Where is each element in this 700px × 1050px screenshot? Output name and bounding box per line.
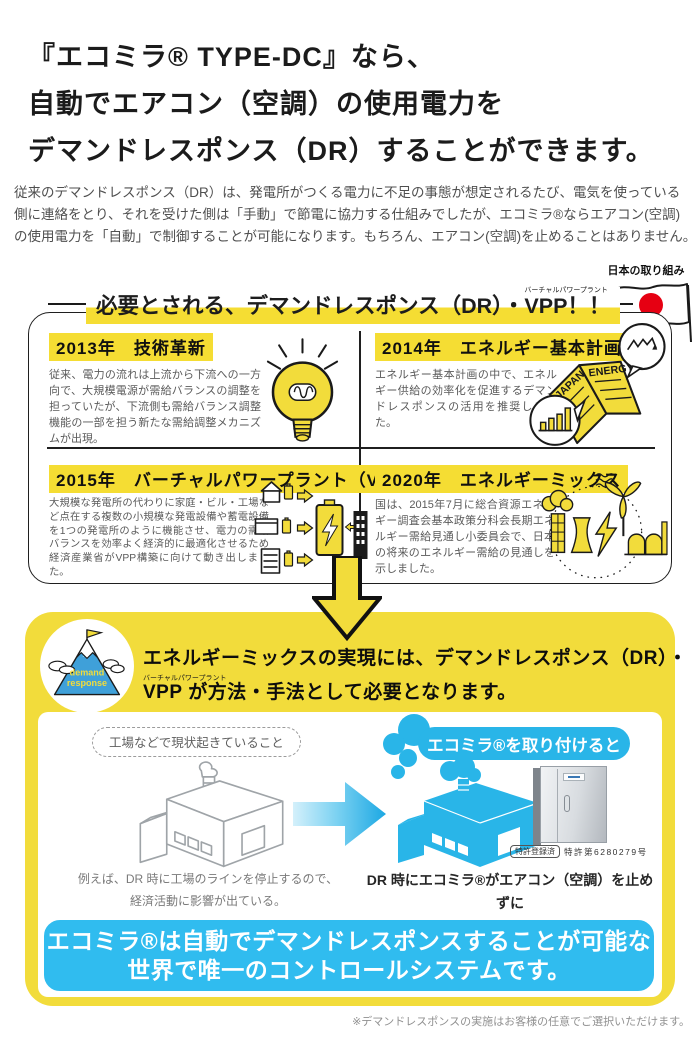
line-chart-bubble — [618, 323, 666, 371]
title-decor-line-left — [48, 303, 92, 305]
book-label-energy: ENERGY — [588, 362, 635, 379]
box-vertical-divider — [359, 331, 361, 569]
intro-line1: 従来のデマンドレスポンス（DR）は、発電所がつくる電力に不足の事態が想定されるた… — [14, 185, 681, 200]
banner-line1: エコミラ®は自動でデマンドレスポンスすることが可能な — [46, 927, 652, 954]
page-title: 『エコミラ® TYPE-DC』なら、 自動でエアコン（空調）の使用電力を デマン… — [28, 34, 654, 175]
quadrant-2020-body: 国は、2015年7月に総合資源エネルギー調査会基本政策分科会長期エネルギー需給見… — [375, 499, 555, 575]
section-title-suffix: ！！ — [567, 294, 611, 318]
banner-line2: 世界で唯一のコントロールシステムです。 — [127, 956, 571, 983]
factory-outline-icon — [139, 761, 284, 868]
device-nameplate — [563, 773, 585, 781]
ecomira-caption-line1: DR 時にエコミラ®がエアコン（空調）を止めずに — [366, 872, 654, 911]
energy-plan-book-icon: JAPAN ENERGY — [529, 323, 666, 446]
quadrant-2015-heading: 2015年 バーチャルパワープラント（VPP） — [49, 465, 429, 493]
demand-response-logo: demand response — [40, 619, 134, 713]
logo-text-demand: demand — [70, 668, 105, 678]
intro-paragraph: 従来のデマンドレスポンス（DR）は、発電所がつくる電力に不足の事態が想定されるた… — [14, 182, 696, 248]
quadrant-2015-body: 大規模な発電所の代わりに家庭・ビル・工場など点在する複数の小規模な発電設備や蓄電… — [49, 498, 269, 578]
current-caption-line1: 例えば、DR 時に工場のラインを停止するので、 — [77, 872, 339, 886]
page-title-line1: 『エコミラ® TYPE-DC』なら、 — [28, 42, 435, 72]
page-title-line2: 自動でエアコン（空調）の使用電力を — [28, 89, 504, 119]
lightbulb-icon — [266, 338, 339, 442]
device-door-seam — [557, 769, 558, 842]
device-side-panel — [533, 768, 541, 845]
mountain-logo-icon: demand response — [48, 629, 125, 696]
with-ecomira-label: エコミラ®を取り付けると — [418, 727, 630, 760]
factory-blue-icon — [398, 760, 539, 867]
blue-cloud-icon — [383, 714, 430, 779]
quadrant-2020-heading: 2020年 エネルギーミックス — [375, 465, 629, 493]
quadrant-2014-heading: 2014年 エネルギー基本計画 — [375, 333, 629, 361]
page-title-line3: デマンドレスポンス（DR）することができます。 — [28, 136, 654, 166]
intro-line2: 側に連絡をとり、それを受けた側は「手動」で節電に協力する仕組みでしたが、エコミラ… — [14, 207, 681, 222]
quadrant-2014-body: エネルギー基本計画の中で、エネルギー供給の効率化を促進するデマンドレスポンスの活… — [375, 369, 557, 429]
device-front-panel — [540, 766, 607, 843]
conclusion-banner: エコミラ®は自動でデマンドレスポンスすることが可能な 世界で唯一のコントロールシ… — [40, 916, 658, 995]
panel-heading-line2-rest: が方法・手法として必要となります。 — [182, 682, 517, 703]
energy-mix-icon — [541, 473, 668, 579]
patent-number: 特許第6280279号 — [564, 846, 648, 857]
vpp-diagram-icon — [254, 481, 368, 574]
patent-registered-badge: 特許登録済 — [510, 845, 560, 858]
section-title-vpp: VPP — [524, 294, 568, 318]
japan-initiative-label: 日本の取り組み — [607, 265, 685, 277]
down-arrow-icon — [312, 556, 382, 641]
intro-line3: の使用電力を「自動」で制御することが可能になります。もちろん、エアコン(空調)を… — [14, 229, 697, 244]
patent-info: 特許登録済 特許第6280279号 — [510, 845, 648, 858]
device-handle — [564, 795, 570, 812]
box-horizontal-divider — [47, 447, 655, 449]
panel-vpp-ruby: バーチャルパワープラント — [143, 675, 227, 682]
quadrant-2013-heading: 2013年 技術革新 — [49, 333, 213, 361]
quadrant-2013-body: 従来、電力の流れは上流から下流への一方向で、大規模電源が需給バランスの調整を担っ… — [49, 369, 261, 445]
logo-text-response: response — [67, 678, 107, 688]
current-caption-line2: 経済活動に影響が出ている。 — [129, 894, 286, 908]
section-title-prefix: 必要とされる、デマンドレスポンス（DR）・ — [96, 294, 525, 318]
panel-heading-vpp: VPP — [143, 682, 183, 703]
current-state-label: 工場などで現状起きていること — [92, 727, 301, 757]
transition-arrow-icon — [293, 782, 386, 846]
conclusion-panel: demand response エネルギーミックスの実現には、デマンドレスポンス… — [25, 612, 687, 1006]
footnote: ※デマンドレスポンスの実施はお客様の任意でご選択いただけます。 — [352, 1016, 690, 1028]
panel-heading-line1: エネルギーミックスの実現には、デマンドレスポンス（DR）・ — [143, 648, 688, 669]
ecomira-device-image — [533, 766, 607, 845]
vpp-ruby-label: バーチャルパワープラント — [524, 287, 608, 294]
current-state-caption: 例えば、DR 時に工場のラインを停止するので、 経済活動に影響が出ている。 — [48, 868, 368, 912]
initiatives-box: 2013年 技術革新 従来、電力の流れは上流から下流への一方向で、大規模電源が需… — [28, 312, 672, 584]
bar-chart-bubble — [529, 394, 581, 446]
